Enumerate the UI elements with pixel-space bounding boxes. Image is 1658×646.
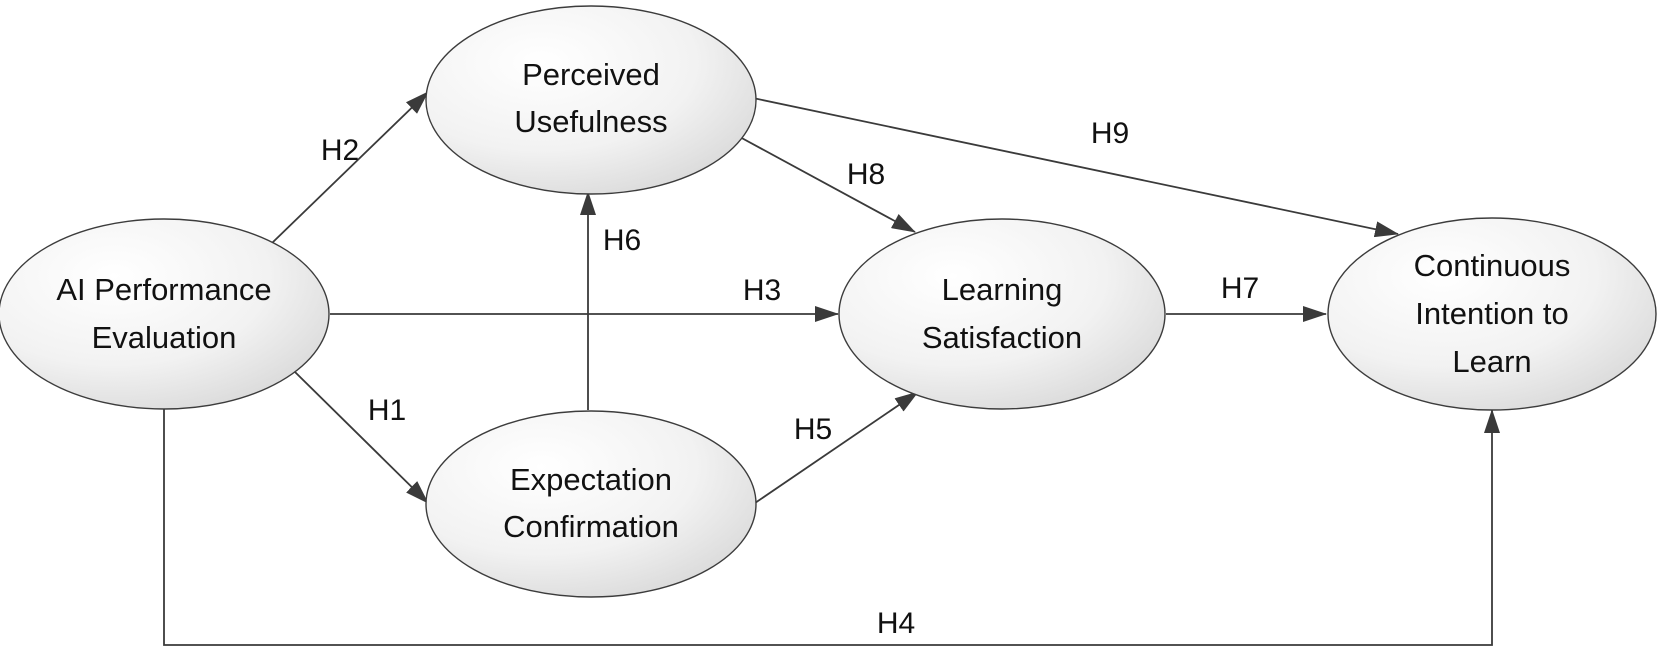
edge-label-h2: H2 (321, 134, 359, 167)
node-expectation-confirmation: Expectation Confirmation (425, 410, 757, 598)
edge-labels: H2 H1 H3 H6 H8 H9 H5 H7 H4 (321, 117, 1259, 640)
node-label-line1: Learning (942, 272, 1063, 307)
node-label-line2: Usefulness (514, 104, 667, 139)
node-learning-satisfaction: Learning Satisfaction (838, 218, 1166, 410)
edge-label-h4: H4 (877, 607, 915, 640)
node-label-line1: AI Performance (56, 272, 271, 307)
node-continuous-intention-to-learn: Continuous Intention to Learn (1327, 217, 1657, 411)
edge-label-h3: H3 (743, 274, 781, 307)
edge-h1-arrow (294, 371, 429, 504)
node-label-line3: Learn (1452, 344, 1531, 379)
node-label-line2: Satisfaction (922, 320, 1082, 355)
node-ellipse (838, 218, 1166, 410)
edge-h2-arrow (271, 91, 429, 244)
node-ai-performance-evaluation: AI Performance Evaluation (0, 218, 330, 410)
node-ellipse (425, 5, 757, 195)
node-perceived-usefulness: Perceived Usefulness (425, 5, 757, 195)
edge-label-h6: H6 (603, 224, 641, 257)
edge-label-h9: H9 (1091, 117, 1129, 150)
node-label-line2: Intention to (1415, 296, 1568, 331)
edge-h4-arrow (163, 408, 1500, 646)
node-label-line1: Perceived (522, 57, 660, 92)
node-label-line1: Expectation (510, 462, 672, 497)
edge-h9-arrow (752, 97, 1399, 238)
edge-label-h5: H5 (794, 413, 832, 446)
edge-h5-arrow (754, 391, 919, 504)
node-ellipse (1327, 217, 1657, 411)
edge-label-h7: H7 (1221, 272, 1259, 305)
node-ellipse (0, 218, 330, 410)
node-label-line2: Evaluation (92, 320, 237, 355)
node-label-line1: Continuous (1414, 248, 1571, 283)
node-ellipse (425, 410, 757, 598)
node-label-line2: Confirmation (503, 509, 679, 544)
edge-label-h1: H1 (368, 394, 406, 427)
edge-h8-arrow (737, 135, 916, 233)
edge-label-h8: H8 (847, 158, 885, 191)
edges (163, 91, 1500, 646)
